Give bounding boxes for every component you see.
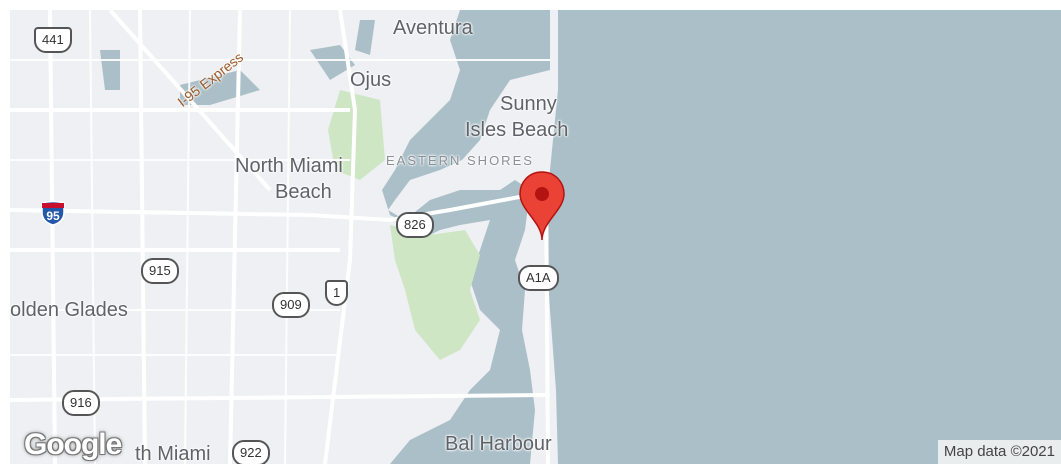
- label-bal-harbour: Bal Harbour: [445, 433, 552, 455]
- route-shield-a1a: A1A: [518, 265, 559, 291]
- label-sunny-isles-line2: Isles Beach: [465, 119, 569, 141]
- route-shield-909: 909: [272, 292, 310, 318]
- route-shield-915: 915: [141, 258, 179, 284]
- map-base-layer: [10, 10, 1061, 464]
- label-ojus: Ojus: [350, 69, 392, 91]
- map-attribution[interactable]: Map data ©2021: [937, 440, 1061, 464]
- route-shield-i95-label: 95: [46, 209, 60, 223]
- map-view[interactable]: Aventura Ojus Sunny Isles Beach EASTERN …: [10, 10, 1061, 464]
- bay-water: [382, 10, 550, 464]
- label-north-miami-beach-line1: North Miami: [235, 155, 343, 177]
- route-shield-us1: 1: [325, 280, 349, 306]
- label-north-miami: th Miami: [135, 443, 211, 464]
- label-north-miami-beach-line2: Beach: [275, 181, 332, 203]
- interstate-shield-icon: [41, 200, 65, 226]
- park: [328, 90, 385, 180]
- label-aventura: Aventura: [393, 17, 473, 39]
- route-shield-us441: 441: [34, 27, 72, 53]
- route-shield-916: 916: [62, 390, 100, 416]
- route-shield-826: 826: [396, 212, 434, 238]
- label-eastern-shores: EASTERN SHORES: [386, 153, 534, 168]
- label-sunny-isles-line1: Sunny: [500, 93, 557, 115]
- label-golden-glades: olden Glades: [10, 299, 128, 321]
- map-pin-icon[interactable]: [518, 170, 566, 242]
- route-shield-922: 922: [232, 440, 270, 464]
- ocean: [546, 10, 1061, 464]
- google-logo[interactable]: Google: [24, 428, 122, 461]
